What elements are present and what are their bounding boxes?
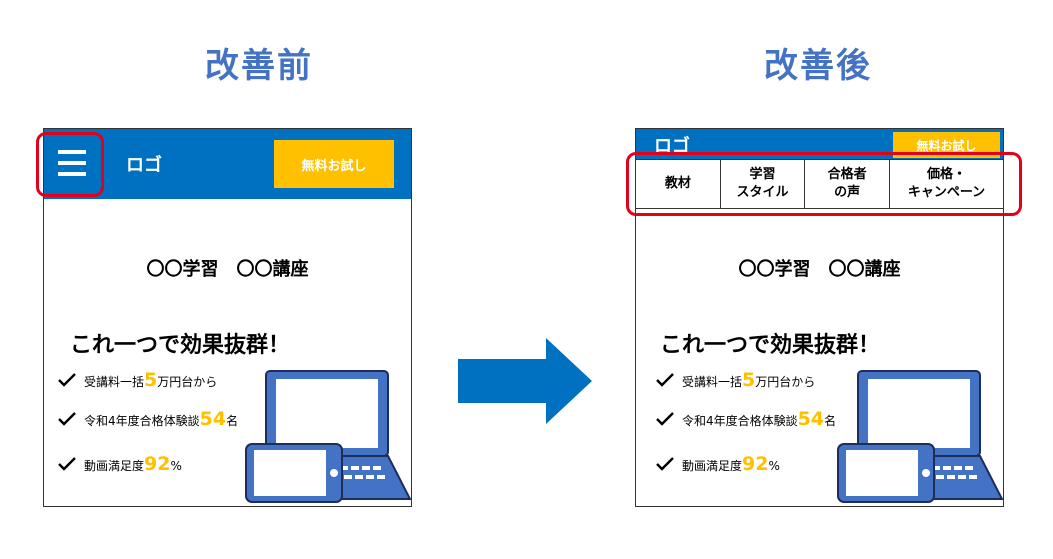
check-icon bbox=[58, 457, 76, 471]
before-heading: 改善前 bbox=[205, 46, 313, 86]
laptop-tablet-illustration bbox=[245, 370, 411, 503]
before-highlight-box bbox=[36, 132, 104, 197]
nav-item-study-style[interactable]: 学習 スタイル bbox=[721, 160, 806, 208]
before-trial-button[interactable]: 無料お試し bbox=[274, 140, 394, 188]
arrow-right-icon bbox=[458, 338, 592, 424]
check-icon bbox=[656, 412, 674, 426]
after-heading: 改善後 bbox=[764, 46, 872, 86]
before-logo[interactable]: ロゴ bbox=[126, 155, 162, 176]
laptop-tablet-illustration bbox=[837, 370, 1003, 503]
global-nav: 教材 学習 スタイル 合格者 の声 価格・ キャンペーン bbox=[636, 159, 1003, 209]
check-icon bbox=[58, 412, 76, 426]
after-catch-copy: これ一つで効果抜群！ bbox=[660, 333, 881, 358]
after-course-title: 〇〇学習 〇〇講座 bbox=[738, 259, 901, 280]
nav-item-price-campaign[interactable]: 価格・ キャンペーン bbox=[907, 167, 986, 200]
check-icon bbox=[656, 457, 674, 471]
after-logo[interactable]: ロゴ bbox=[654, 136, 690, 157]
nav-item-testimonials[interactable]: 合格者 の声 bbox=[805, 160, 891, 208]
nav-item-materials[interactable]: 教材 bbox=[636, 160, 721, 208]
before-catch-copy: これ一つで効果抜群！ bbox=[70, 333, 291, 358]
check-icon bbox=[58, 373, 76, 387]
before-course-title: 〇〇学習 〇〇講座 bbox=[146, 259, 309, 280]
check-icon bbox=[656, 373, 674, 387]
hamburger-icon[interactable] bbox=[58, 150, 86, 176]
after-highlight-box bbox=[626, 152, 1022, 216]
